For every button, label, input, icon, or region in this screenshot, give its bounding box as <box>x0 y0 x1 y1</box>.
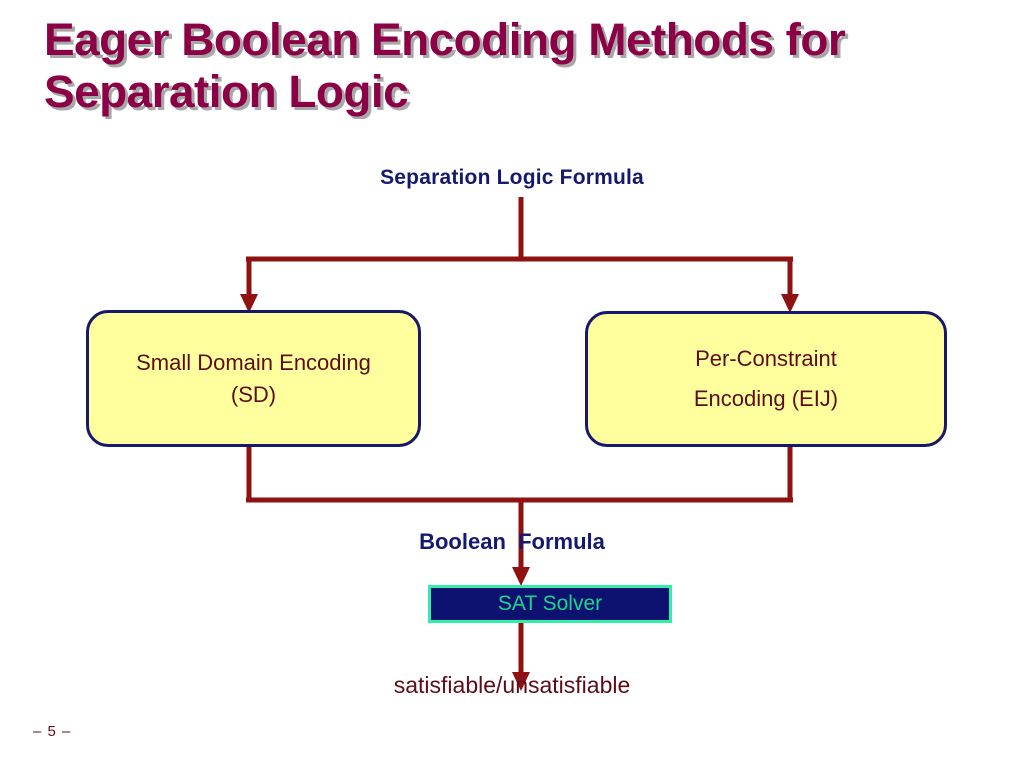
sat-solver-box[interactable]: SAT Solver <box>428 585 672 623</box>
boolean-formula-label: Boolean Formula <box>419 529 605 554</box>
input-formula-label: Separation Logic Formula <box>380 166 644 189</box>
page-number: – 5 – <box>33 723 72 740</box>
encoding-box-per-constraint[interactable]: Per-Constraint Encoding (EIJ) <box>585 311 947 447</box>
arrowhead-to-solver <box>512 567 530 586</box>
result-label: satisfiable/unsatisfiable <box>393 672 631 698</box>
encoding-box-per-constraint-label: Per-Constraint Encoding (EIJ) <box>693 346 839 411</box>
page-title: Eager Boolean Encoding Methods for Separ… <box>44 14 846 117</box>
encoding-box-small-domain-label: Small Domain Encoding (SD) <box>136 349 371 407</box>
sat-solver-label: SAT Solver <box>497 592 603 615</box>
encoding-box-small-domain[interactable]: Small Domain Encoding (SD) <box>86 310 421 447</box>
